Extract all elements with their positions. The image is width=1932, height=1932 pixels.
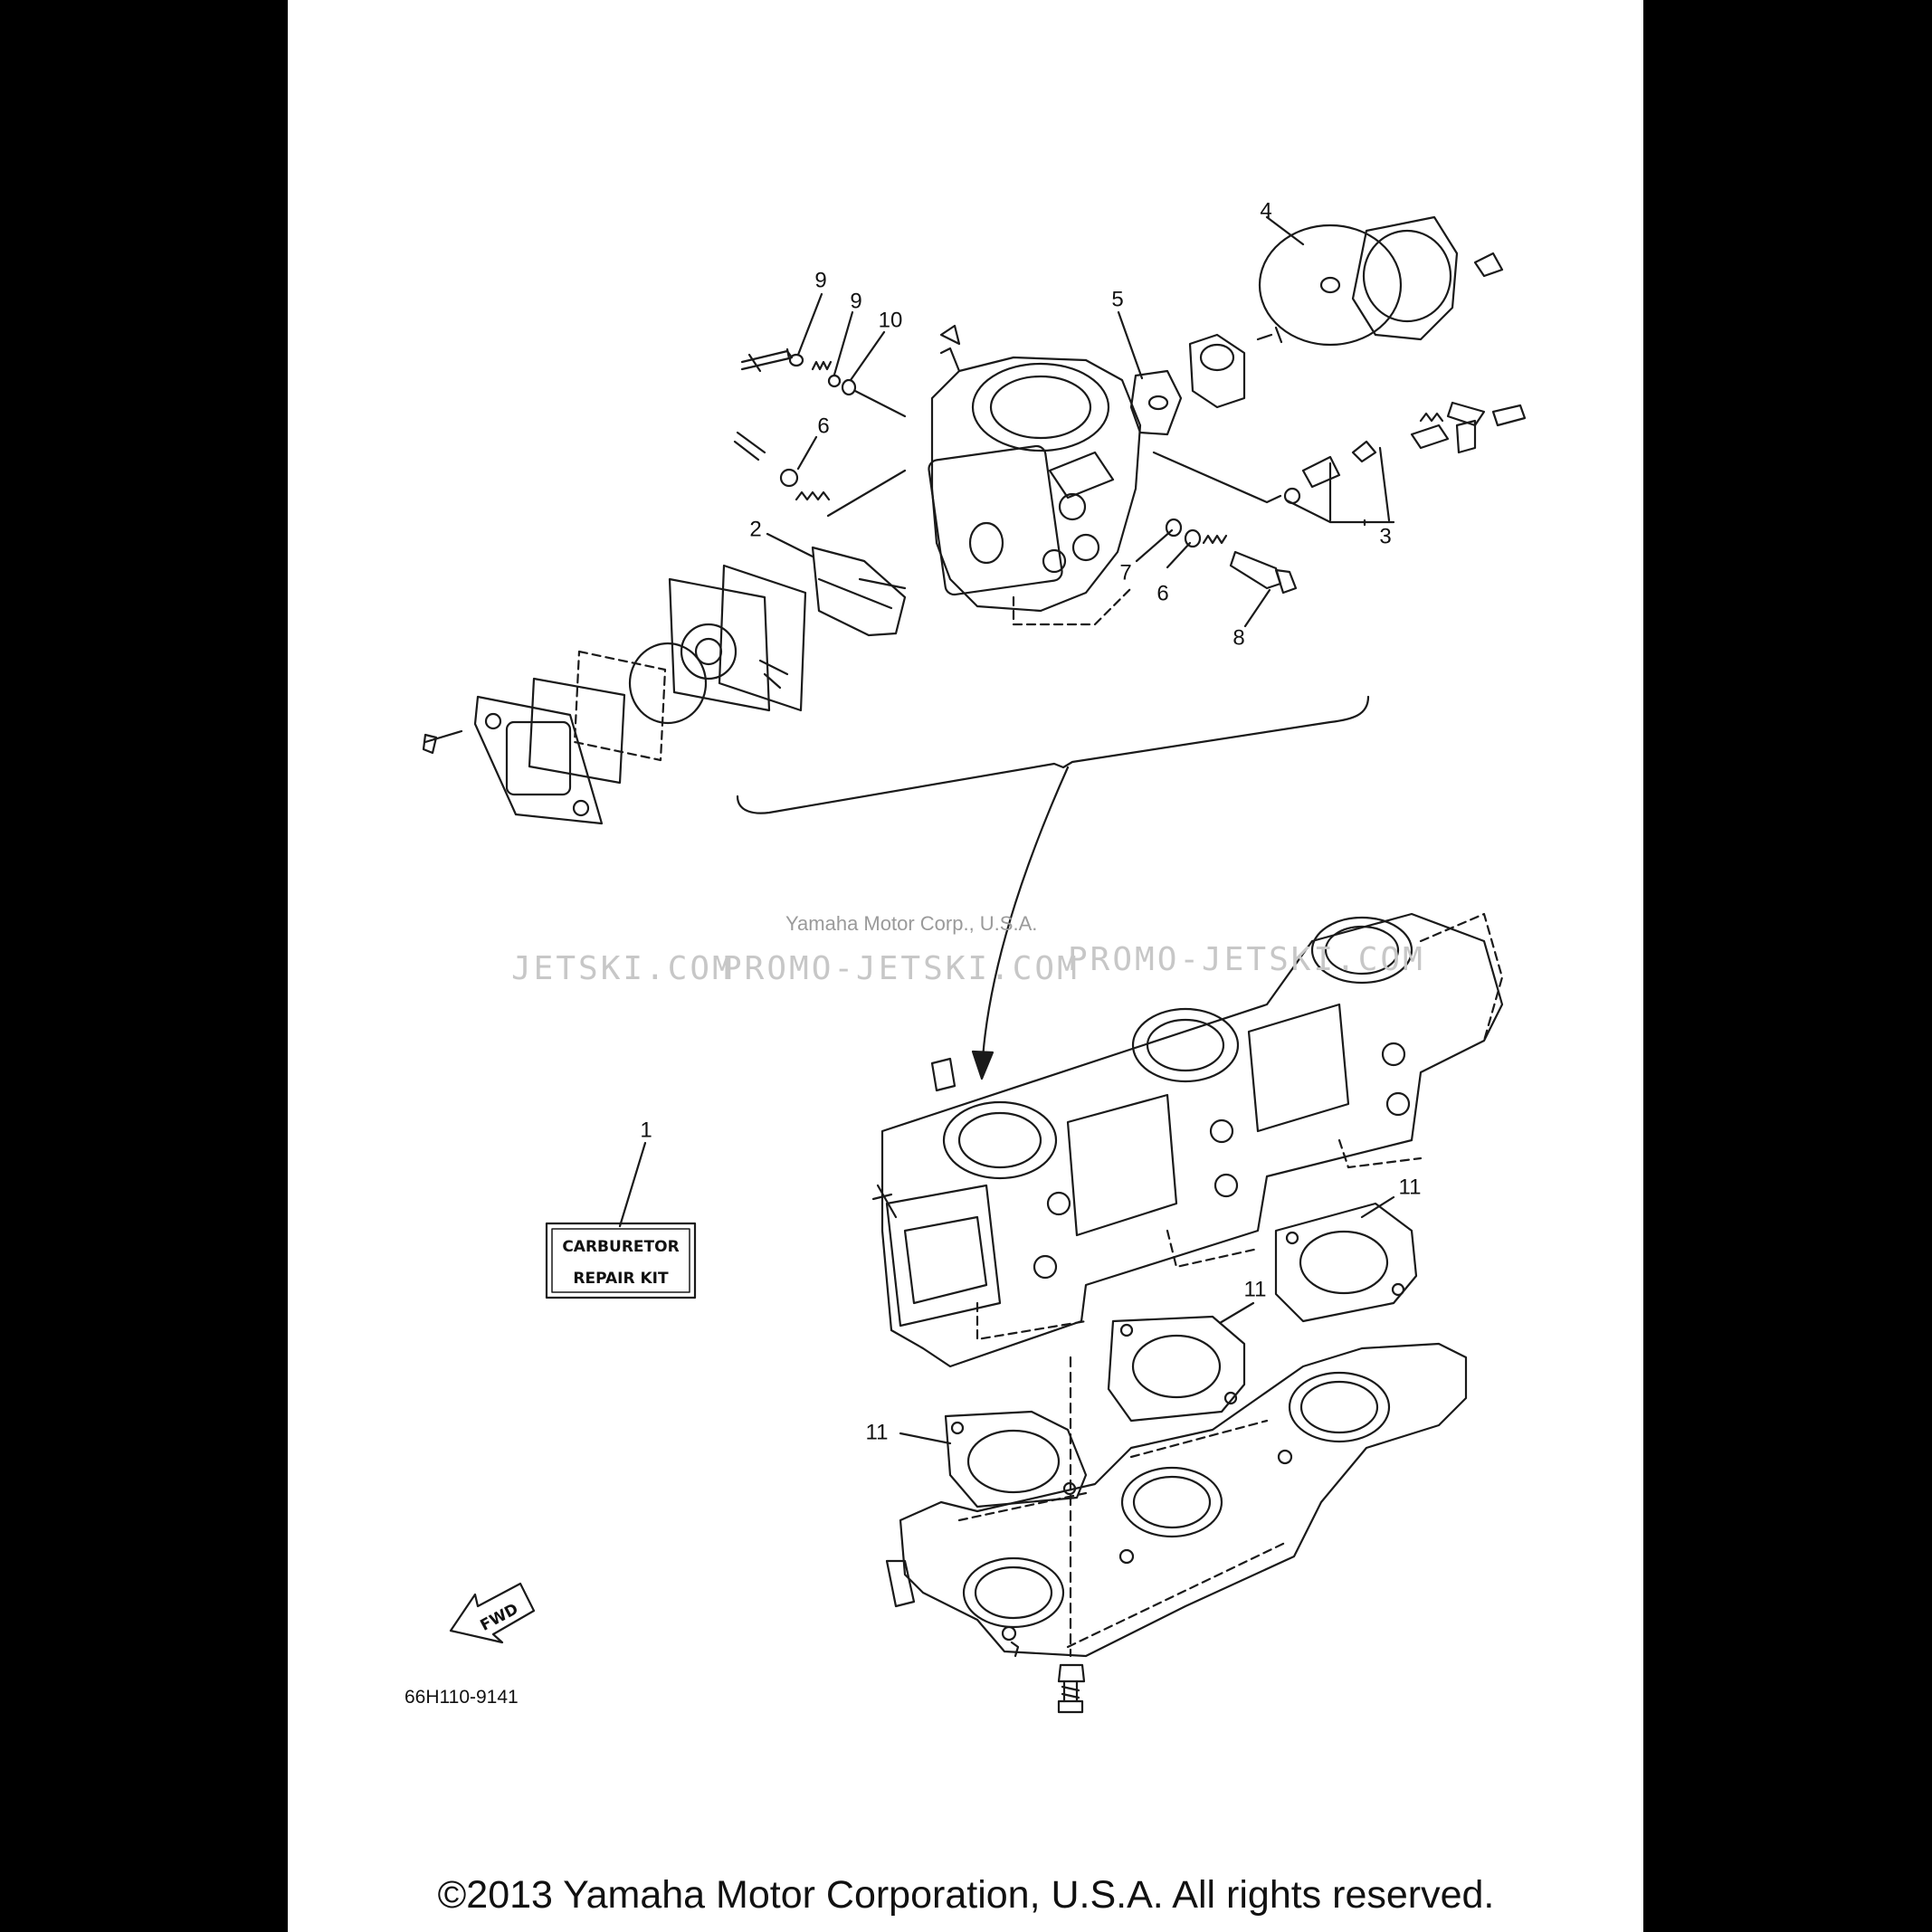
leader-9b — [833, 310, 854, 376]
watermark: JETSKI.COM PROMO-JETSKI.COM PROMO-JETSKI… — [511, 912, 1425, 987]
carb-face-plate — [928, 444, 1063, 596]
idle-screw — [733, 431, 766, 462]
fwd-arrow-icon — [449, 1582, 536, 1644]
manifold-bolt — [1057, 1663, 1086, 1714]
leader-11c — [899, 1432, 952, 1445]
spring-6-right — [1202, 534, 1228, 545]
pump-o-ring — [628, 642, 708, 725]
brace-arrow — [980, 766, 1070, 1074]
watermark-right: PROMO-JETSKI.COM — [1068, 941, 1425, 978]
accel-pump-cap — [1188, 333, 1246, 409]
cover-plate-4 — [1351, 215, 1459, 341]
callout-9b: 9 — [850, 289, 861, 313]
repair-kit-box-outer — [545, 1222, 697, 1299]
leader-11b — [1218, 1301, 1255, 1325]
callout-4: 4 — [1260, 198, 1271, 223]
exploded-carburetor — [422, 215, 1527, 825]
leader-1 — [618, 1141, 647, 1228]
watermark-left: JETSKI.COM — [511, 950, 735, 987]
part-number: 66H110-9141 — [404, 1687, 519, 1708]
copyright-notice: ©2013 Yamaha Motor Corporation, U.S.A. A… — [437, 1873, 1495, 1917]
repair-kit-box-inner — [551, 1228, 690, 1293]
intake-manifold — [885, 1342, 1468, 1658]
carb-body — [930, 356, 1142, 613]
throat-rear — [1310, 916, 1413, 985]
callout-labels: 1 2 3 4 5 6 6 7 8 9 9 10 11 11 11 — [640, 198, 1421, 1444]
pump-diaphragm — [573, 650, 667, 762]
gasket-11-middle — [1107, 1315, 1246, 1423]
spring-6-left — [795, 490, 831, 501]
needle-valve-3 — [1301, 455, 1341, 489]
pump-cover-gasket — [528, 677, 626, 785]
diagram-page — [288, 0, 1643, 1932]
pump-body — [668, 577, 771, 712]
leader-7 — [1135, 528, 1174, 563]
throat-middle — [1131, 1007, 1240, 1083]
callout-11a: 11 — [1399, 1175, 1422, 1199]
throttle-screw-8 — [1229, 550, 1282, 590]
small-spring-left — [811, 360, 833, 371]
callout-3: 3 — [1379, 524, 1391, 548]
leader-9a — [796, 292, 823, 357]
leader-8 — [1243, 588, 1271, 628]
leader-4 — [1265, 215, 1305, 246]
repair-kit-label-line1: CARBURETOR — [562, 1238, 679, 1256]
callout-6a: 6 — [817, 414, 829, 438]
leader-6a — [796, 435, 818, 471]
leader-6b — [1166, 541, 1192, 569]
callout-9a: 9 — [814, 268, 826, 292]
throat-front — [942, 1100, 1058, 1180]
callout-11c: 11 — [866, 1420, 889, 1444]
leader-2 — [766, 532, 814, 558]
leader-5 — [1117, 310, 1144, 380]
gasket-5 — [1129, 369, 1183, 436]
pump-gasket — [718, 564, 807, 712]
repair-kit-label-line2: REPAIR KIT — [573, 1270, 669, 1288]
callout-6b: 6 — [1156, 581, 1168, 605]
callout-10: 10 — [879, 308, 903, 332]
grouping-brace — [736, 695, 1370, 814]
watermark-middle: PROMO-JETSKI.COM — [722, 950, 1080, 987]
callout-7: 7 — [1119, 560, 1131, 585]
watermark-credit: Yamaha Motor Corp., U.S.A. — [785, 912, 1037, 935]
carb-throat — [971, 362, 1110, 452]
leader-10 — [849, 330, 886, 382]
gasket-11-front — [944, 1410, 1088, 1508]
cover-screw — [1473, 252, 1504, 278]
callout-2: 2 — [749, 517, 761, 541]
gasket-11-rear — [1274, 1202, 1418, 1323]
callout-5: 5 — [1111, 287, 1123, 311]
callout-1: 1 — [640, 1118, 652, 1142]
o-ring-left — [788, 353, 804, 367]
leader-11a — [1360, 1195, 1395, 1219]
diaphragm-4 — [1258, 224, 1403, 347]
pump-cover — [473, 695, 604, 825]
pump-screw — [422, 729, 463, 755]
callout-11b: 11 — [1244, 1277, 1267, 1301]
carburetor-assembly — [871, 912, 1504, 1368]
callout-8: 8 — [1232, 625, 1244, 650]
diaphragm — [811, 546, 907, 637]
